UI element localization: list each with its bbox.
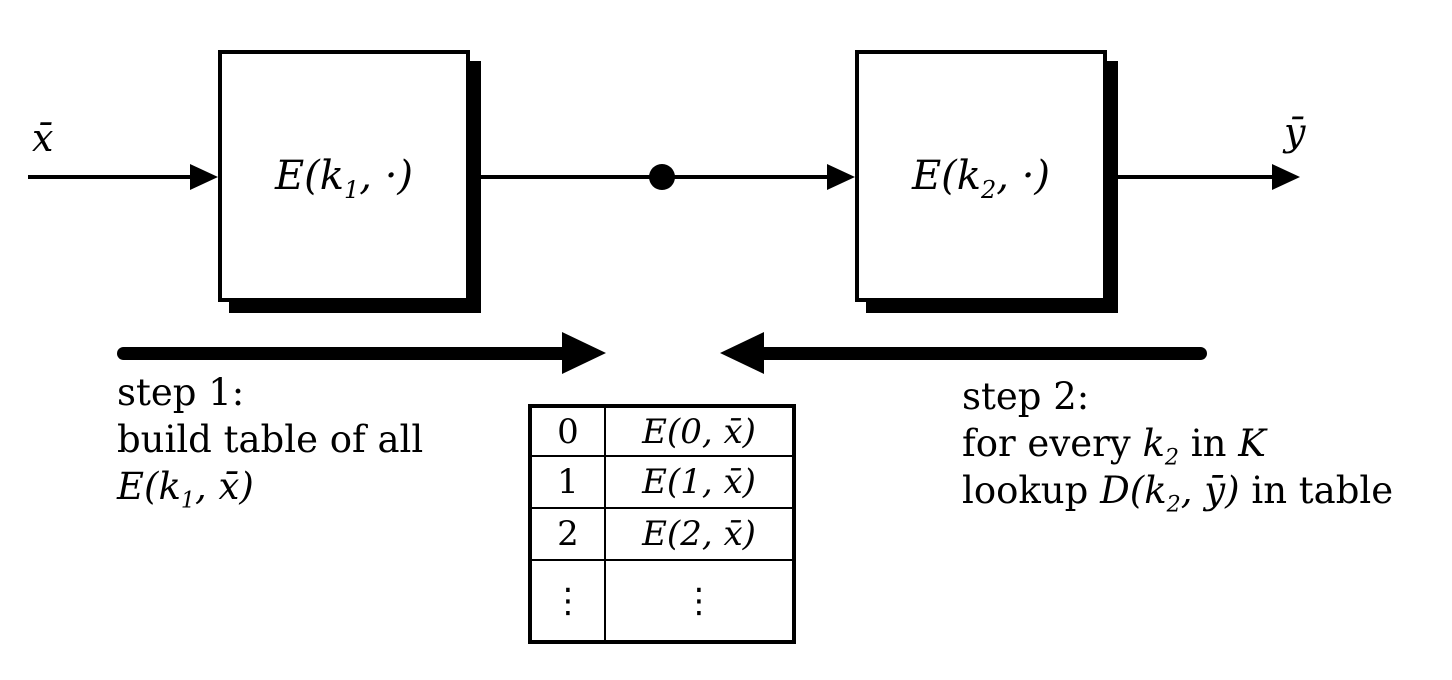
- step1-math-line: E(k1, x̄): [117, 465, 254, 514]
- table-key-cell: 1: [529, 455, 606, 509]
- input-arrow-line: [28, 175, 192, 179]
- ciphertext-label: ȳ: [1284, 110, 1306, 154]
- step2-arrow-shaft: [758, 347, 1207, 360]
- output-arrow-line: [1107, 175, 1274, 179]
- output-arrowhead-icon: [1272, 164, 1300, 190]
- step1-title: step 1:: [117, 371, 245, 414]
- step1-caption: step 1: build table of all E(k1, x̄): [117, 369, 424, 514]
- table-value-cell: E(2, x̄): [604, 507, 795, 561]
- step1-arrowhead-icon: [562, 332, 606, 374]
- input-arrowhead-icon: [190, 164, 218, 190]
- table-key-cell: 0: [529, 405, 606, 457]
- encryption-box-1: E(k1, ·): [218, 50, 470, 302]
- step2-line3: lookup D(k2, ȳ) in table: [962, 469, 1394, 518]
- step2-title: step 2:: [962, 375, 1090, 418]
- junction-dot: [649, 164, 675, 190]
- encryption-box-1-label: E(k1, ·): [274, 153, 414, 204]
- table-row: 1 E(1, x̄): [529, 455, 795, 509]
- table-row: 0 E(0, x̄): [529, 405, 795, 457]
- step2-arrowhead-icon: [720, 332, 764, 374]
- table-row: 2 E(2, x̄): [529, 507, 795, 561]
- step1-line2: build table of all: [117, 418, 424, 461]
- table-key-cell: 2: [529, 507, 606, 561]
- table-value-cell: ⋮: [604, 559, 795, 643]
- lookup-table: 0 E(0, x̄) 1 E(1, x̄) 2 E(2, x̄) ⋮ ⋮: [528, 404, 796, 644]
- encryption-box-2-label: E(k2, ·): [911, 153, 1051, 204]
- table-value-cell: E(0, x̄): [604, 405, 795, 457]
- step2-caption: step 2: for every k2 in K lookup D(k2, ȳ…: [962, 373, 1394, 518]
- table-row: ⋮ ⋮: [529, 559, 795, 643]
- plaintext-label: x̄: [32, 116, 54, 160]
- step2-line2: for every k2 in K: [962, 422, 1266, 471]
- step1-arrow-shaft: [117, 347, 569, 360]
- middle-arrowhead-icon: [827, 164, 855, 190]
- table-key-cell: ⋮: [529, 559, 606, 643]
- encryption-box-2: E(k2, ·): [855, 50, 1107, 302]
- table-value-cell: E(1, x̄): [604, 455, 795, 509]
- keyspace-symbol: K: [1238, 422, 1266, 465]
